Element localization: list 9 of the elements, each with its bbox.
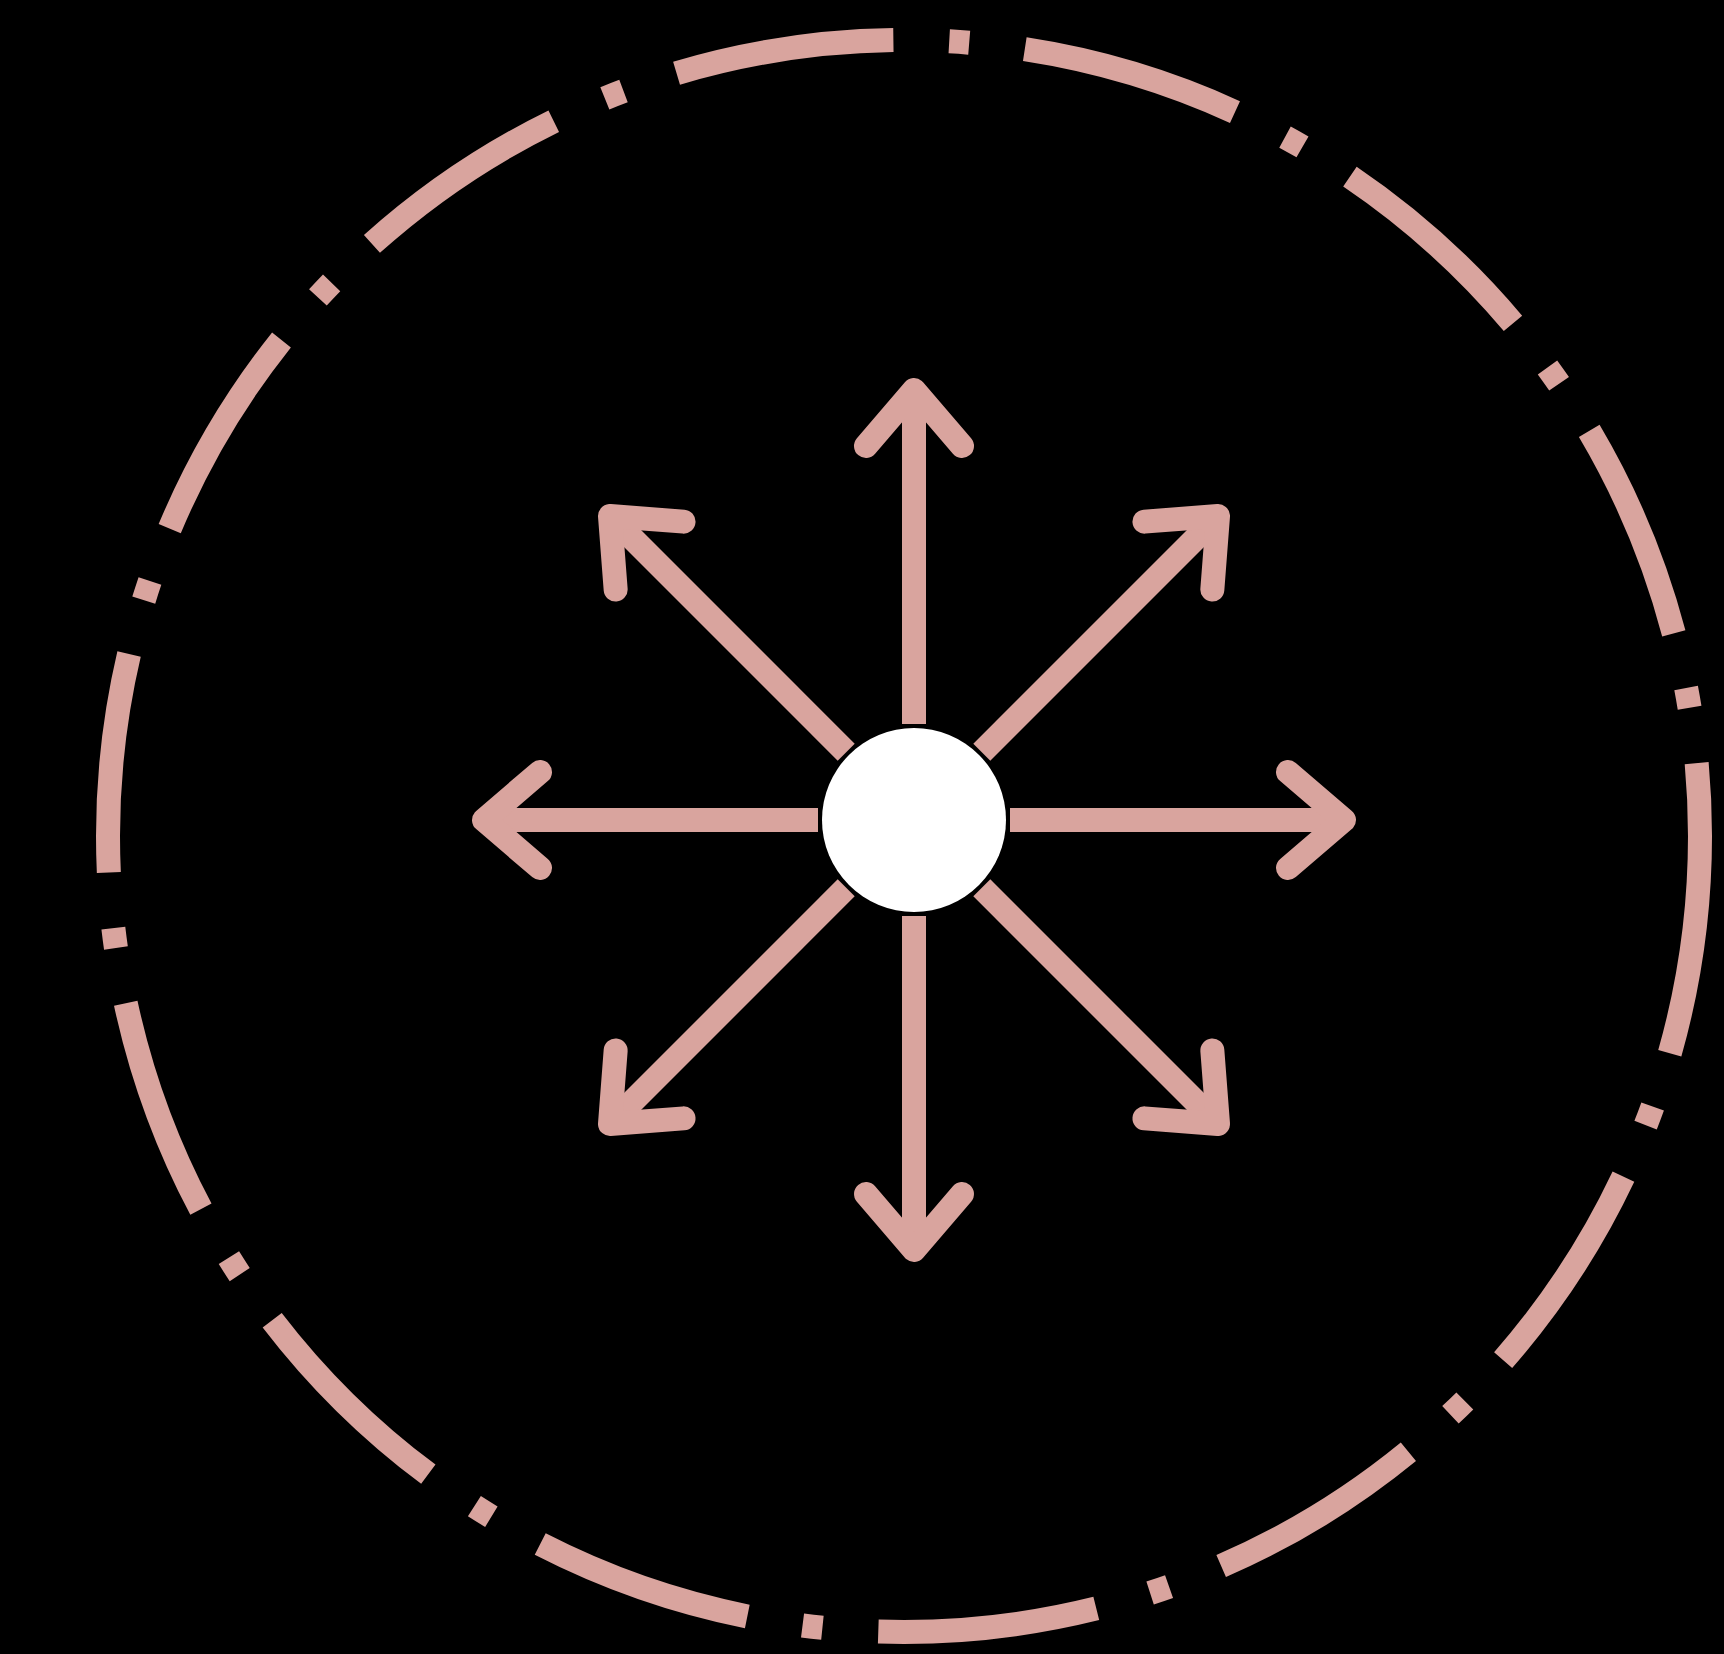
arrow	[973, 504, 1230, 761]
arrow	[854, 378, 974, 724]
arrow	[598, 504, 855, 761]
arrow	[472, 760, 818, 880]
arrow	[1010, 760, 1356, 880]
center-dot	[822, 728, 1006, 912]
arrow	[598, 879, 855, 1136]
dash-dot-circle	[94, 26, 1714, 1646]
arrow	[973, 879, 1230, 1136]
